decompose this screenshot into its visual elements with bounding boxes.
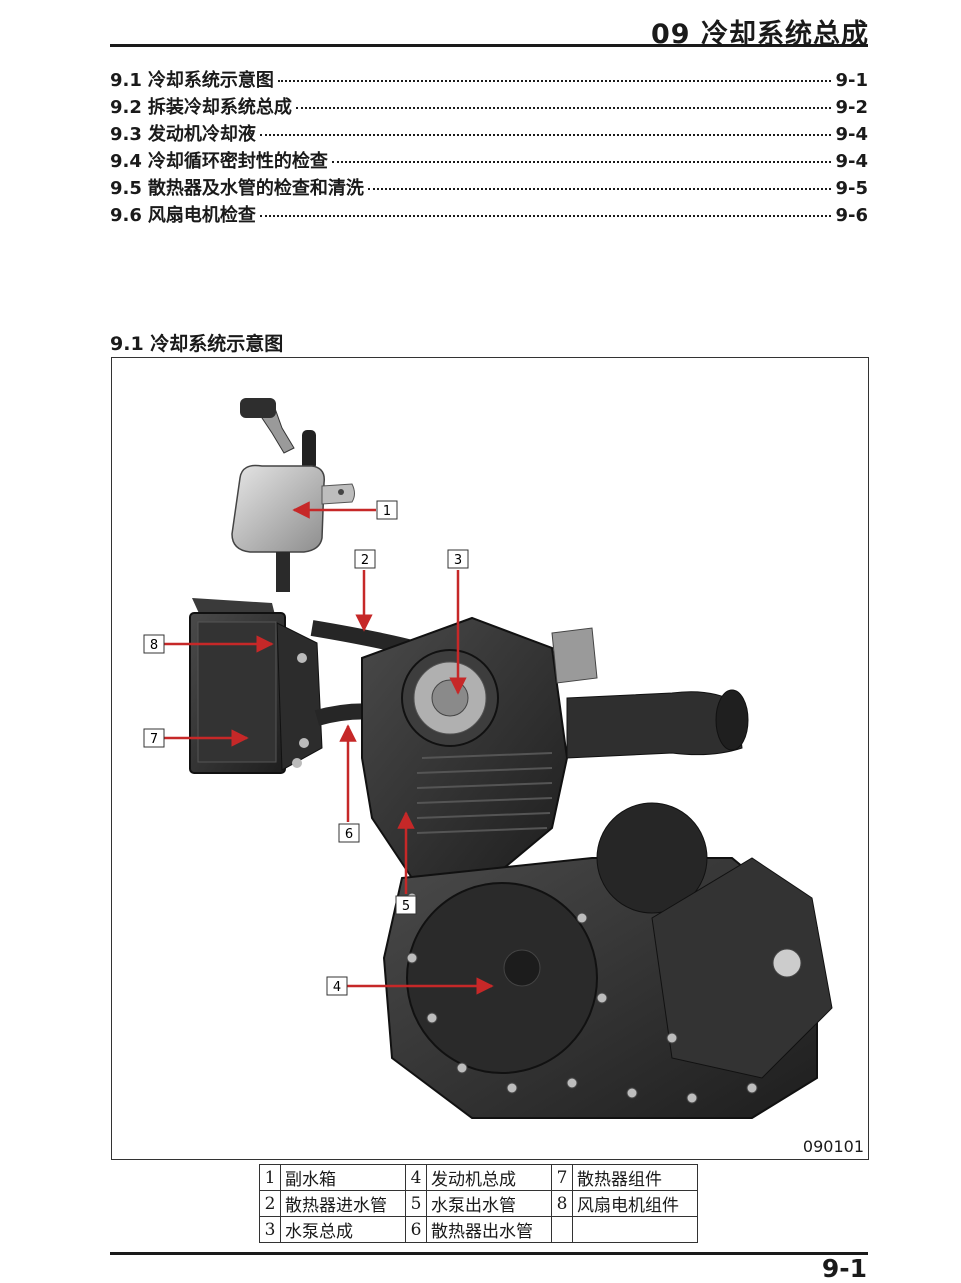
section-heading: 9.1 冷却系统示意图 xyxy=(110,333,284,355)
toc-entry[interactable]: 9.5 散热器及水管的检查和清洗 9-5 xyxy=(110,174,868,201)
legend-number: 8 xyxy=(551,1190,573,1217)
figure-code: 090101 xyxy=(802,1137,864,1156)
toc-label: 拆装冷却系统总成 xyxy=(147,97,292,118)
callout-2: 2 xyxy=(354,549,376,632)
toc-leader-dots xyxy=(259,215,832,217)
page-number: 9-1 xyxy=(821,1254,867,1283)
toc-entry[interactable]: 9.2 拆装冷却系统总成 9-2 xyxy=(110,93,868,120)
table-row: 3 水泵总成 6 散热器出水管 xyxy=(259,1216,698,1243)
toc-page: 9-6 xyxy=(835,205,868,226)
svg-text:6: 6 xyxy=(345,827,353,842)
legend-label: 散热器组件 xyxy=(572,1164,698,1191)
callout-3: 3 xyxy=(447,549,469,695)
cooling-system-figure: 1 2 3 8 7 6 5 xyxy=(111,357,869,1160)
callout-1: 1 xyxy=(292,500,398,520)
legend-number: 5 xyxy=(405,1190,427,1217)
toc-label: 风扇电机检查 xyxy=(147,205,256,226)
toc-leader-dots xyxy=(259,134,832,136)
legend-label: 风扇电机组件 xyxy=(572,1190,698,1217)
toc-label: 散热器及水管的检查和清洗 xyxy=(147,178,364,199)
toc-entry[interactable]: 9.1 冷却系统示意图 9-1 xyxy=(110,66,868,93)
svg-text:8: 8 xyxy=(150,638,158,653)
footer-rule xyxy=(110,1252,868,1255)
toc-label: 发动机冷却液 xyxy=(147,124,256,145)
toc-leader-dots xyxy=(295,107,832,109)
parts-legend-table: 1 副水箱 4 发动机总成 7 散热器组件 2 散热器进水管 5 水泵出水管 8… xyxy=(259,1164,698,1243)
table-of-contents: 9.1 冷却系统示意图 9-1 9.2 拆装冷却系统总成 9-2 9.3 发动机… xyxy=(110,66,868,228)
legend-number: 6 xyxy=(405,1216,427,1243)
legend-number: 1 xyxy=(259,1164,281,1191)
toc-number: 9.3 xyxy=(110,124,142,145)
legend-label: 散热器进水管 xyxy=(280,1190,406,1217)
svg-text:7: 7 xyxy=(150,732,158,747)
legend-number xyxy=(551,1216,573,1243)
toc-page: 9-4 xyxy=(835,151,868,172)
legend-number: 2 xyxy=(259,1190,281,1217)
callout-4: 4 xyxy=(326,976,494,996)
toc-label: 冷却系统示意图 xyxy=(147,70,274,91)
toc-page: 9-1 xyxy=(835,70,868,91)
callout-5: 5 xyxy=(395,811,417,915)
legend-label: 发动机总成 xyxy=(426,1164,552,1191)
legend-label xyxy=(572,1216,698,1243)
svg-text:4: 4 xyxy=(333,980,341,995)
callout-8: 8 xyxy=(143,634,274,654)
engine-illustration: 1 2 3 8 7 6 5 xyxy=(143,398,833,1119)
svg-text:3: 3 xyxy=(454,553,462,568)
toc-page: 9-5 xyxy=(835,178,868,199)
toc-leader-dots xyxy=(331,161,832,163)
toc-number: 9.2 xyxy=(110,97,142,118)
toc-number: 9.6 xyxy=(110,205,142,226)
toc-number: 9.5 xyxy=(110,178,142,199)
toc-entry[interactable]: 9.3 发动机冷却液 9-4 xyxy=(110,120,868,147)
legend-label: 散热器出水管 xyxy=(426,1216,552,1243)
engine-block-drawing xyxy=(361,616,833,1119)
radiator-drawing xyxy=(189,598,323,774)
legend-label: 水泵总成 xyxy=(280,1216,406,1243)
toc-leader-dots xyxy=(367,188,832,190)
legend-label: 副水箱 xyxy=(280,1164,406,1191)
table-row: 2 散热器进水管 5 水泵出水管 8 风扇电机组件 xyxy=(259,1190,698,1217)
svg-text:1: 1 xyxy=(383,504,391,519)
callout-6: 6 xyxy=(338,724,360,843)
table-row: 1 副水箱 4 发动机总成 7 散热器组件 xyxy=(259,1164,698,1191)
legend-number: 7 xyxy=(551,1164,573,1191)
legend-label: 水泵出水管 xyxy=(426,1190,552,1217)
toc-label: 冷却循环密封性的检查 xyxy=(147,151,328,172)
toc-page: 9-2 xyxy=(835,97,868,118)
legend-number: 4 xyxy=(405,1164,427,1191)
header-rule xyxy=(110,44,868,47)
legend-number: 3 xyxy=(259,1216,281,1243)
toc-page: 9-4 xyxy=(835,124,868,145)
svg-text:5: 5 xyxy=(402,899,410,914)
toc-number: 9.1 xyxy=(110,70,142,91)
svg-text:2: 2 xyxy=(361,553,369,568)
toc-entry[interactable]: 9.4 冷却循环密封性的检查 9-4 xyxy=(110,147,868,174)
callout-7: 7 xyxy=(143,728,249,748)
toc-leader-dots xyxy=(277,80,832,82)
toc-entry[interactable]: 9.6 风扇电机检查 9-6 xyxy=(110,201,868,228)
overflow-tank-drawing xyxy=(231,398,355,592)
toc-number: 9.4 xyxy=(110,151,142,172)
